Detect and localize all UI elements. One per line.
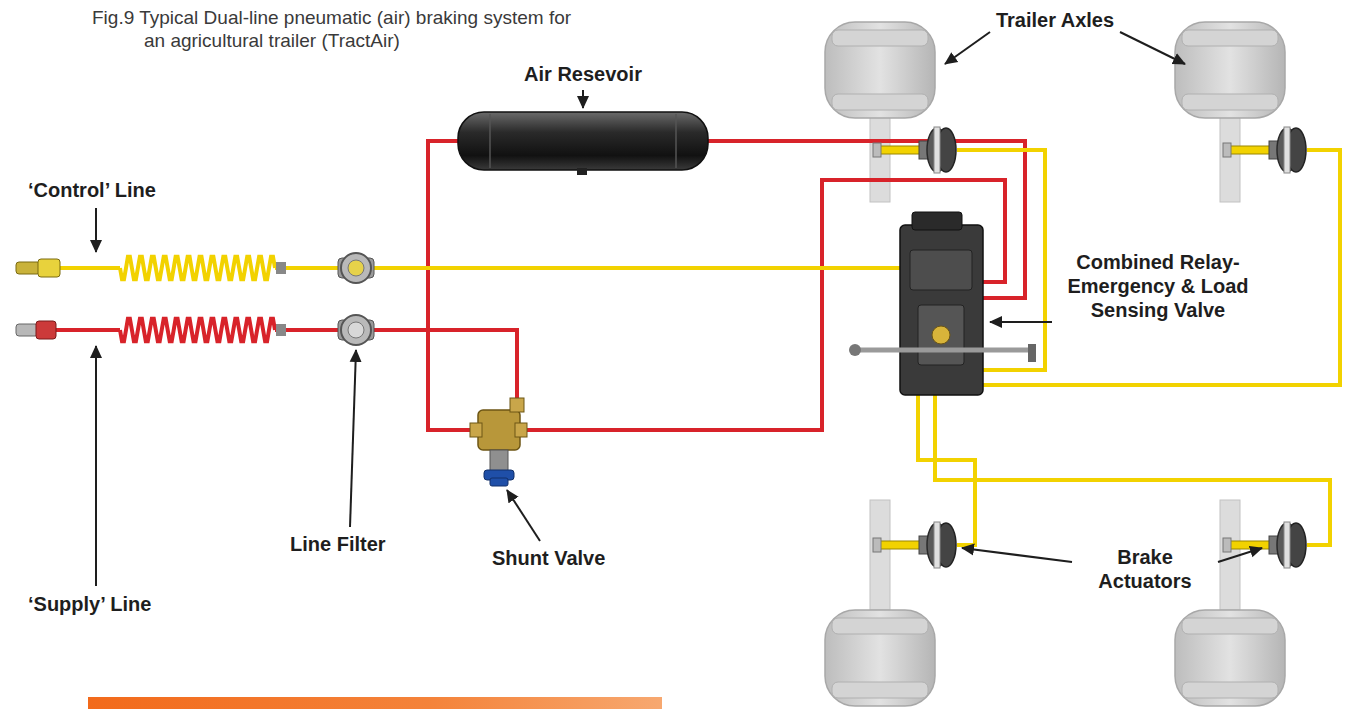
line-label: ‘Supply’ Line — [28, 592, 198, 616]
part-label: Line Filter — [290, 532, 420, 556]
part-label: Trailer Axles — [985, 8, 1125, 32]
part-label: Shunt Valve — [492, 546, 642, 570]
line-label: ‘Control’ Line — [28, 178, 198, 202]
figure-title: Fig.9 Typical Dual-line pneumatic (air) … — [92, 6, 584, 52]
part-label: Air Resevoir — [483, 62, 683, 86]
part-label: Brake Actuators — [1070, 545, 1220, 593]
part-label: Combined Relay-Emergency & Load Sensing … — [1058, 250, 1258, 322]
